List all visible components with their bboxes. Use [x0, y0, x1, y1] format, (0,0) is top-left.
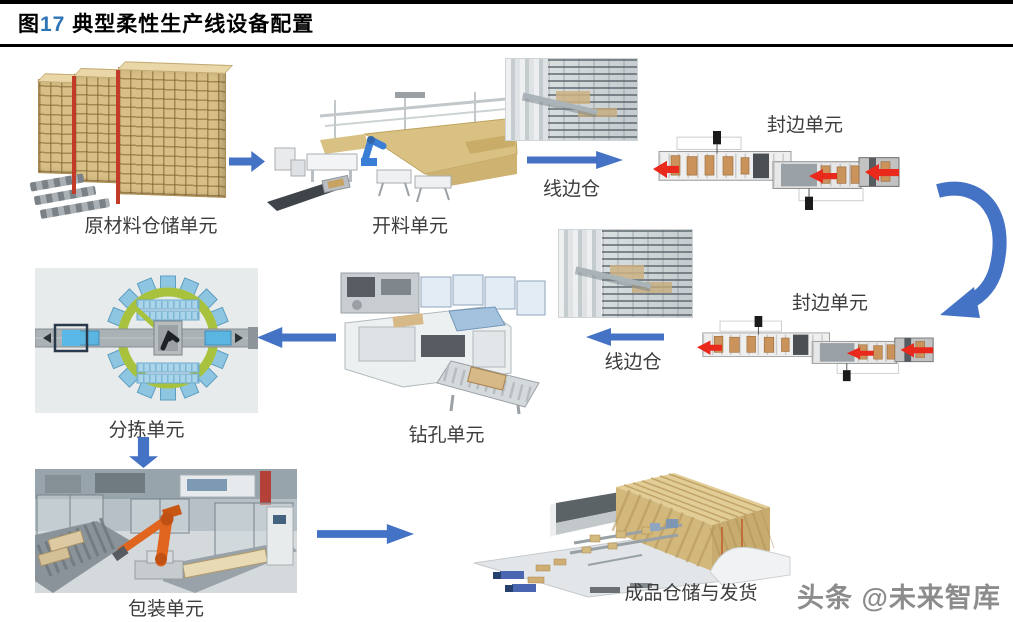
lineside-warehouse-image	[505, 58, 638, 141]
red-flow-arrow-icon	[846, 347, 874, 360]
lineside-warehouse-label: 线边仓	[542, 179, 600, 200]
packaging-unit-label: 包装单元	[127, 599, 204, 620]
drilling-unit-image	[333, 265, 560, 415]
cutting-unit-label: 开料单元	[371, 216, 448, 237]
storage-rack	[118, 67, 226, 198]
arrow-right-icon	[317, 524, 414, 544]
edgeband-unit-label: 封边单元	[791, 293, 868, 314]
drilling-unit-label: 钻孔单元	[408, 425, 485, 446]
delivery-truck	[505, 584, 536, 592]
edgeband-unit-image	[653, 131, 903, 211]
packaging-unit-image	[35, 469, 297, 593]
red-flow-arrow-icon	[653, 160, 679, 179]
lineside-warehouse-label: 线边仓	[604, 352, 662, 373]
red-flow-arrow-icon	[865, 163, 899, 182]
title-underline	[0, 44, 1013, 47]
figure-prefix: 图	[18, 13, 40, 36]
stacker-crane-mast	[72, 76, 76, 194]
stored-boards	[578, 107, 618, 118]
figure-title-text: 典型柔性生产线设备配置	[65, 13, 315, 36]
figure-number: 17	[40, 13, 66, 36]
arrow-left-icon	[257, 327, 336, 348]
figure-title: 图17 典型柔性生产线设备配置	[18, 8, 314, 38]
arrow-left-icon	[586, 328, 664, 346]
arrow-right-icon	[527, 151, 623, 169]
sorting-unit-image	[34, 268, 259, 413]
edgeband-unit-label: 封边单元	[766, 115, 843, 136]
delivery-truck	[493, 571, 524, 579]
arrow-down-icon	[129, 437, 158, 468]
finished-storage-label: 成品仓储与发货	[624, 583, 758, 604]
top-rule	[0, 0, 1013, 4]
raw-material-warehouse-image	[29, 62, 232, 220]
finished-storage-image	[470, 447, 792, 600]
lineside-warehouse-image	[558, 229, 693, 318]
watermark: 头条 @未来智库	[797, 583, 1001, 613]
cutting-unit-image	[265, 82, 523, 212]
sorting-unit-label: 分拣单元	[108, 420, 185, 441]
raw-storage-label: 原材料仓储单元	[84, 216, 218, 237]
red-flow-arrow-icon	[697, 340, 722, 355]
curved-arrow-down-icon	[934, 177, 1011, 323]
red-flow-arrow-icon	[900, 343, 934, 358]
stacker-crane-mast	[116, 70, 120, 204]
arrow-right-icon	[229, 151, 265, 172]
edgeband-unit-image	[697, 316, 937, 382]
stored-boards	[632, 282, 673, 293]
